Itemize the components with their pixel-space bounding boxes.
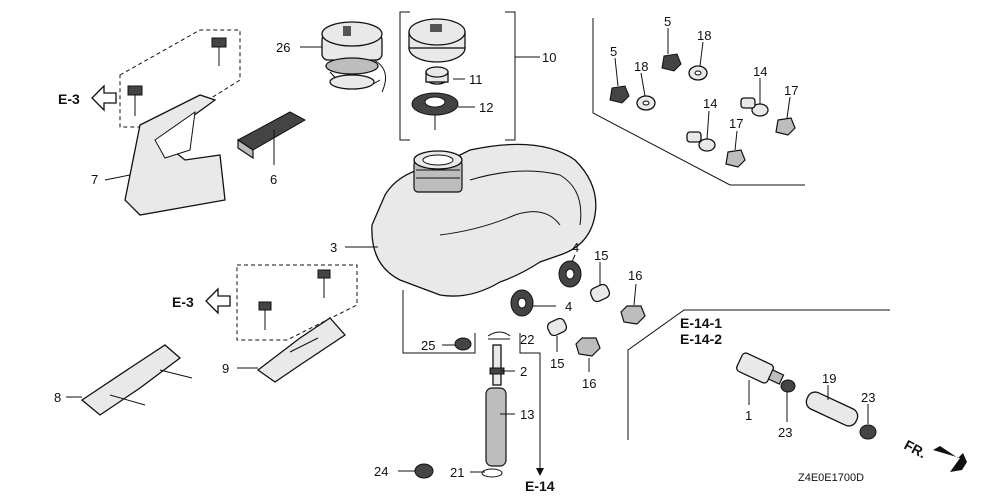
part-10-cap-assembly [408, 18, 466, 63]
part-25-clamp [454, 337, 472, 351]
callout-17a: 17 [729, 116, 743, 131]
callout-4a: 4 [572, 240, 579, 255]
leader-lines [66, 28, 869, 476]
callout-7: 7 [91, 172, 98, 187]
callout-19: 19 [822, 371, 836, 386]
callout-6: 6 [270, 172, 277, 187]
part-15-collar-lower [546, 317, 568, 337]
callout-8: 8 [54, 390, 61, 405]
ref-e3-mid: E-3 [172, 294, 194, 310]
group-frames [119, 11, 890, 460]
part-4-grommet-lower [510, 289, 534, 317]
callout-15b: 15 [550, 356, 564, 371]
part-16-nut-upper [620, 305, 646, 325]
drawing-code: Z4E0E1700D [798, 472, 864, 484]
part-2-joint [489, 344, 505, 386]
part-15-collar-upper [589, 283, 611, 303]
ref-e14: E-14 [525, 478, 555, 494]
part-21-clip [481, 468, 503, 478]
callout-11: 11 [469, 72, 483, 87]
callout-2: 2 [520, 364, 527, 379]
callout-10: 10 [542, 50, 556, 65]
front-direction-arrow [933, 446, 967, 472]
callout-23b: 23 [861, 390, 875, 405]
part-6-rubber-pad [237, 111, 307, 160]
callout-numbers: 26 10 11 12 5 5 18 18 14 14 17 17 6 7 3 … [54, 14, 875, 480]
callout-14b: 14 [753, 64, 767, 79]
callout-5a: 5 [610, 44, 617, 59]
callout-26: 26 [276, 40, 290, 55]
callout-1: 1 [745, 408, 752, 423]
callout-12: 12 [479, 100, 493, 115]
part-17-nut-b [775, 117, 796, 136]
bracket-bolt-top [211, 37, 227, 66]
part-23-clamp-b [859, 424, 877, 440]
part-12-tether [411, 92, 459, 130]
part-14-bushing-b [740, 97, 769, 117]
part-18-washer-b [688, 65, 708, 81]
callout-23a: 23 [778, 425, 792, 440]
callout-15a: 15 [594, 248, 608, 263]
callout-3: 3 [330, 240, 337, 255]
part-19-fuel-hose [805, 391, 859, 427]
callout-5b: 5 [664, 14, 671, 29]
callout-18a: 18 [634, 59, 648, 74]
ref-e3-top: E-3 [58, 91, 80, 107]
bracket-bolt-left [127, 85, 143, 116]
ref-arrow-e3-mid [205, 287, 231, 315]
ref-arrow-e3-top [91, 84, 117, 112]
part-5-nut-b [661, 53, 682, 72]
callout-16a: 16 [628, 268, 642, 283]
part-24-clamp [414, 463, 434, 479]
part-14-bushing-a [686, 131, 716, 152]
part-3-fuel-tank [371, 143, 597, 297]
callout-25: 25 [421, 338, 435, 353]
callout-22: 22 [520, 332, 534, 347]
part-13-fuel-tube [485, 387, 507, 467]
part-16-nut-lower [575, 337, 601, 357]
lower-bolts [258, 269, 331, 330]
callout-13: 13 [520, 407, 534, 422]
part-8-bracket [80, 344, 193, 416]
part-4-grommet-upper [558, 260, 582, 288]
part-11-plug [425, 66, 449, 85]
part-1-fuel-valve [736, 352, 785, 385]
part-26-fuel-cap [321, 21, 387, 93]
callout-18b: 18 [697, 28, 711, 43]
part-18-washer-a [636, 95, 656, 111]
front-label: FR. [902, 437, 929, 462]
callout-4b: 4 [565, 299, 572, 314]
callout-17b: 17 [784, 83, 798, 98]
callout-21: 21 [450, 465, 464, 480]
part-22-clip [487, 331, 511, 337]
ref-e14-2: E-14-2 [680, 331, 722, 347]
part-23-clamp-a [780, 379, 796, 393]
part-5-nut-a [609, 85, 630, 104]
callout-9: 9 [222, 361, 229, 376]
part-7-bracket [124, 94, 226, 216]
callout-24: 24 [374, 464, 388, 479]
ref-e14-1: E-14-1 [680, 315, 722, 331]
callout-14a: 14 [703, 96, 717, 111]
part-17-nut-a [725, 149, 746, 168]
part-9-bracket [256, 317, 346, 383]
callout-16b: 16 [582, 376, 596, 391]
